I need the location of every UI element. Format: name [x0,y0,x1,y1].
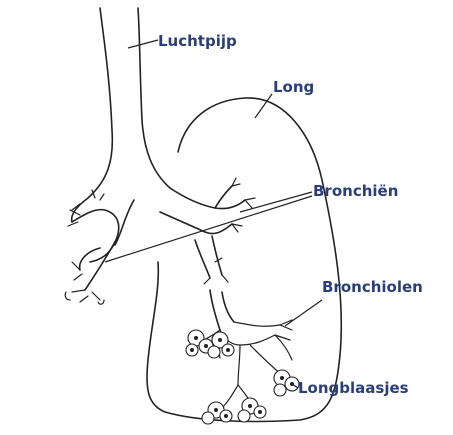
label-bronchi: Bronchiën [313,182,398,200]
label-trachea: Luchtpijp [158,32,237,50]
alveoli-cluster-5 [238,398,266,422]
leader-lung [255,94,272,118]
right-bronchus [160,178,255,330]
alveoli-cluster-3 [274,370,299,396]
left-bronchus [65,190,134,304]
label-alveoli: Longblaasjes [298,379,409,397]
trachea [72,8,170,222]
leader-bronchi-1 [240,192,312,212]
lung-outline [147,98,341,422]
label-bronchioles: Bronchiolen [322,278,423,296]
leader-bronchioles [285,300,322,326]
label-lung: Long [273,78,314,96]
leader-trachea [128,40,158,48]
alveoli-clusters [186,330,299,424]
